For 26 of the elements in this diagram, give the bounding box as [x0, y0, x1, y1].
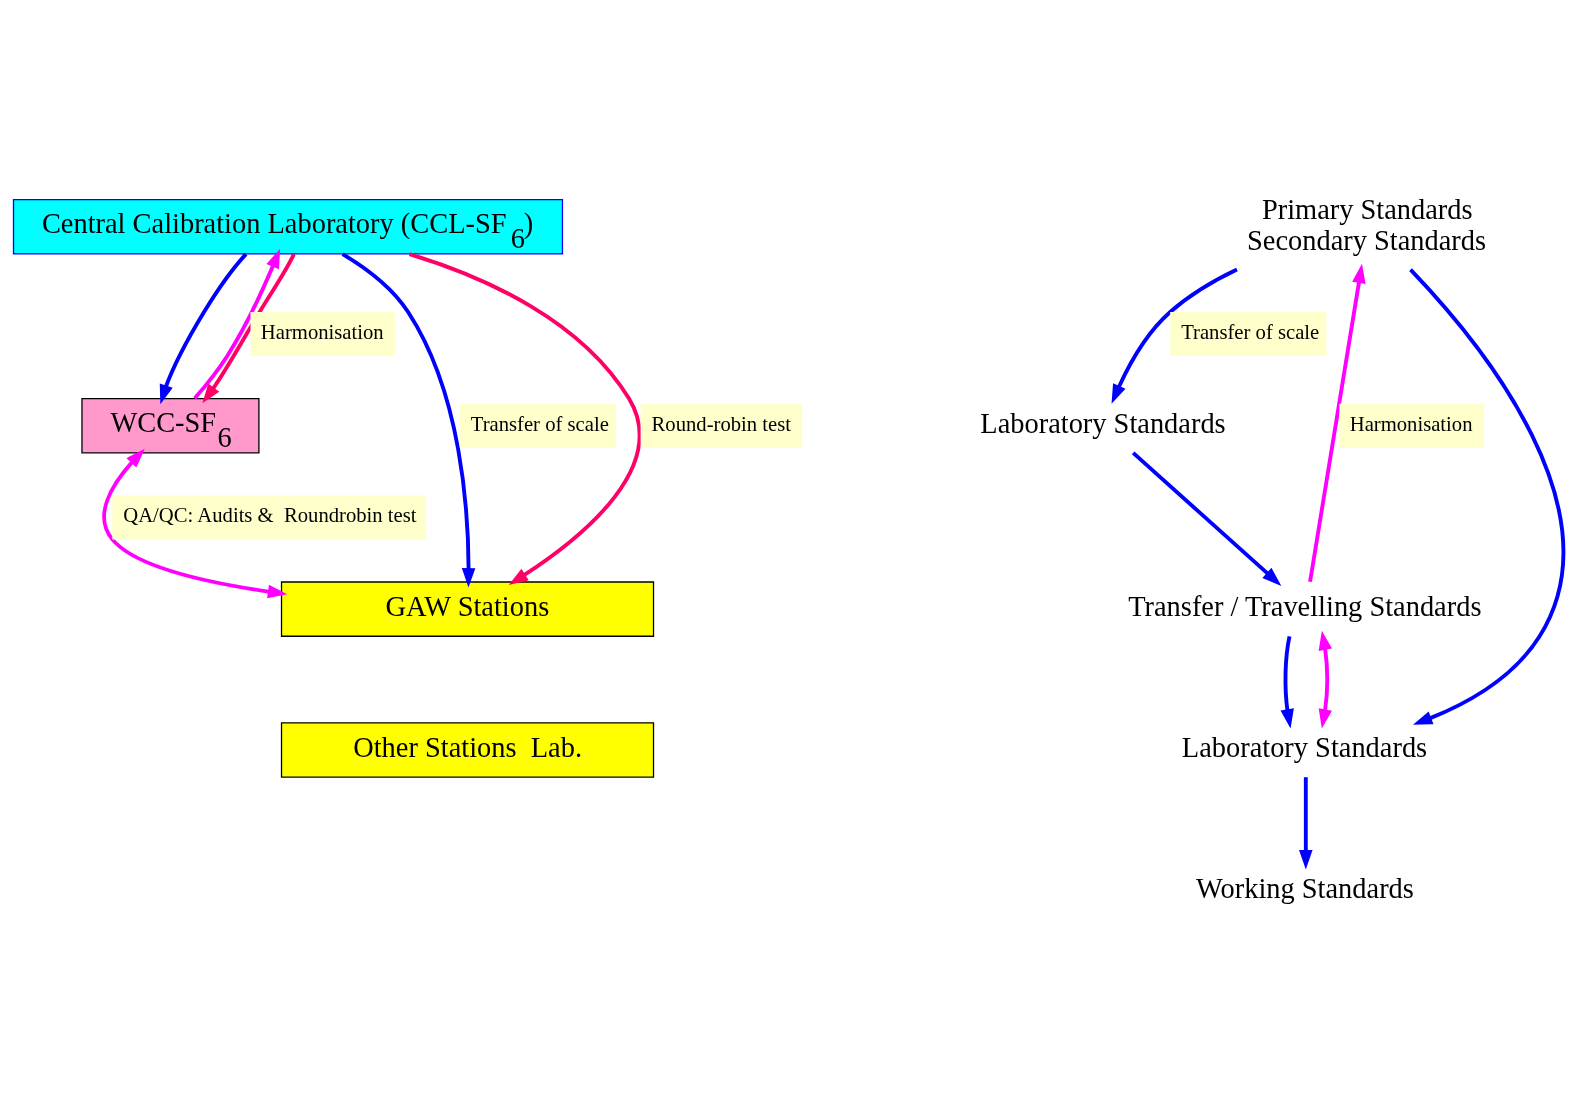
arrow	[159, 252, 248, 405]
arrow	[341, 252, 476, 588]
arrow	[1308, 263, 1366, 583]
node-text: Primary Standards Secondary Standards	[1247, 193, 1487, 256]
node-box: GAW Stations	[280, 581, 655, 637]
arrow	[1409, 268, 1565, 725]
arrow	[1131, 451, 1282, 586]
edge-label: Harmonisation	[1349, 412, 1473, 435]
arrow	[1111, 267, 1238, 404]
edge-label: Transfer of scale	[470, 412, 609, 435]
arrow	[102, 448, 288, 599]
node-text: Laboratory Standards	[1181, 732, 1428, 764]
edge-label: Harmonisation	[260, 320, 384, 343]
node-text: Laboratory Standards	[980, 407, 1226, 439]
arrow	[1318, 630, 1333, 729]
arrow	[202, 253, 296, 404]
arrow	[1299, 777, 1313, 870]
edge-label: Round-robin test	[651, 412, 792, 435]
arrow	[193, 248, 281, 400]
node-box: Other Stations Lab.	[280, 722, 655, 778]
edge-label: Transfer of scale	[1181, 320, 1320, 343]
edge-label: QA/QC: Audits & Roundrobin test	[123, 504, 417, 527]
arrow	[1280, 636, 1294, 729]
node-text: Working Standards	[1196, 872, 1414, 904]
node-text: Transfer / Travelling Standards	[1128, 591, 1482, 623]
arrow	[408, 252, 642, 585]
